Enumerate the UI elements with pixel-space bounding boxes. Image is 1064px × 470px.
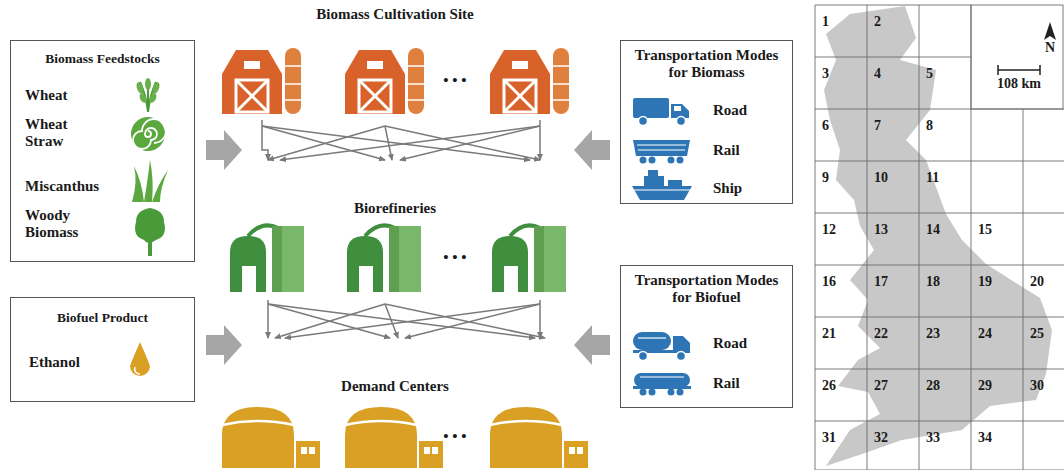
- cell-number: 32: [874, 430, 888, 445]
- cell-number: 34: [978, 430, 992, 445]
- cell-number: 25: [1030, 326, 1044, 341]
- item-label: Ethanol: [29, 354, 129, 371]
- item-label: Rail: [713, 142, 789, 159]
- cell-number: 6: [822, 118, 829, 133]
- item-label: Road: [713, 102, 789, 119]
- cell-number: 27: [874, 378, 888, 393]
- cell-number: 21: [822, 326, 836, 341]
- ellipsis: • • •: [443, 428, 466, 445]
- cell-number: 30: [1030, 378, 1044, 393]
- cell-number: 7: [874, 118, 881, 133]
- cell-number: 19: [978, 274, 992, 289]
- cell-number: 10: [874, 170, 888, 185]
- cell-number: 3: [822, 66, 829, 81]
- cell-number: 4: [874, 66, 881, 81]
- item-label: Woody Biomass: [25, 207, 89, 242]
- item-label: Rail: [713, 375, 789, 392]
- cell-number: 18: [926, 274, 940, 289]
- cell-number: 17: [874, 274, 888, 289]
- feedstock-panel: Biomass FeedstocksWheatWheat StrawMiscan…: [10, 40, 195, 262]
- cell-number: 26: [822, 378, 836, 393]
- cell-number: 33: [926, 430, 940, 445]
- panel-heading: Transportation Modes for Biofuel: [625, 272, 788, 307]
- ellipsis: • • •: [443, 72, 466, 89]
- item-label: Wheat: [25, 87, 125, 104]
- cell-number: 15: [978, 222, 992, 237]
- item-label: Road: [713, 335, 789, 352]
- panel-heading: Biomass Feedstocks: [11, 51, 194, 67]
- panel-heading: Biofuel Product: [11, 310, 194, 326]
- cell-number: 22: [874, 326, 888, 341]
- item-label: Wheat Straw: [25, 116, 89, 151]
- tier-heading: Biorefineries: [354, 200, 436, 217]
- tier-heading: Demand Centers: [341, 378, 449, 395]
- cell-number: 8: [926, 118, 933, 133]
- cell-number: 31: [822, 430, 836, 445]
- cell-number: 5: [926, 66, 933, 81]
- cell-number: 24: [978, 326, 992, 341]
- cell-number: 13: [874, 222, 888, 237]
- cell-number: 14: [926, 222, 940, 237]
- scale-label: 108 km: [997, 76, 1041, 91]
- cell-number: 9: [822, 170, 829, 185]
- cell-number: 16: [822, 274, 836, 289]
- cell-number: 28: [926, 378, 940, 393]
- tier-heading: Biomass Cultivation Site: [316, 6, 474, 23]
- panel-heading: Transportation Modes for Biomass: [625, 47, 788, 82]
- item-label: Ship: [713, 180, 789, 197]
- item-label: Miscanthus: [25, 178, 135, 195]
- cell-number: 2: [874, 14, 881, 29]
- cell-number: 20: [1030, 274, 1044, 289]
- cell-number: 1: [822, 14, 829, 29]
- product-panel: Biofuel ProductEthanol: [10, 297, 195, 402]
- cell-number: 11: [926, 170, 939, 185]
- cell-number: 29: [978, 378, 992, 393]
- north-label: N: [1045, 40, 1055, 55]
- transport-panel: Transportation Modes for BiomassRoadRail…: [620, 40, 793, 204]
- ellipsis: • • •: [443, 249, 466, 266]
- cell-number: 23: [926, 326, 940, 341]
- cell-number: 12: [822, 222, 836, 237]
- transport-panel: Transportation Modes for BiofuelRoadRail: [620, 265, 793, 408]
